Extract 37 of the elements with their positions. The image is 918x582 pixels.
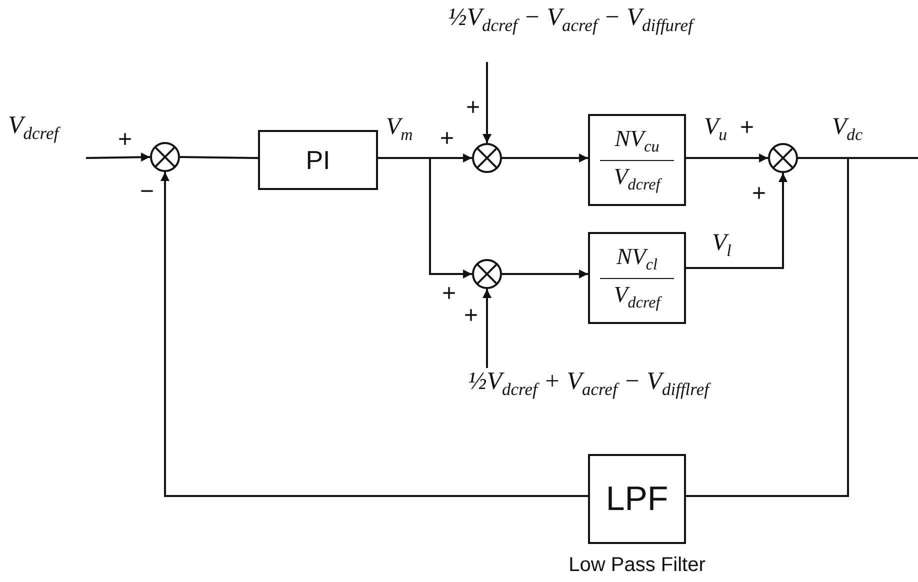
signal-arrow: [160, 172, 588, 497]
signal-arrow: [482, 289, 492, 368]
signal-arrow: [482, 62, 492, 143]
summing-junction: [472, 143, 502, 173]
connector-line: [686, 157, 849, 497]
transfer-function-block: [588, 232, 686, 324]
block-caption: Low Pass Filter: [568, 554, 706, 577]
summing-junction: [768, 143, 798, 173]
sign-label: +: [440, 127, 454, 151]
numerator: NV$_{cu}$: [614, 126, 660, 156]
reference-expression: ½V$_{dcref}$ + V$_{acref}$ − V$_{difflref}$: [468, 368, 709, 400]
block-label: LPF: [606, 480, 668, 518]
signal-arrow: [502, 270, 588, 278]
signal-arrow: [86, 152, 150, 162]
sign-label: +: [464, 304, 478, 328]
transfer-function-block: [588, 114, 686, 206]
process-block: [258, 130, 378, 190]
signal-arrow: [686, 173, 788, 269]
sign-label: +: [466, 96, 480, 120]
summing-junction: [472, 259, 502, 289]
signal-arrow: [686, 154, 768, 162]
sign-label: +: [118, 128, 132, 152]
sign-label: +: [740, 116, 754, 140]
denominator: V$_{dcref}$: [614, 164, 660, 194]
sign-label: +: [752, 182, 766, 206]
numerator: NV$_{cl}$: [616, 244, 658, 274]
block-label: PI: [306, 144, 330, 176]
summing-junction: [150, 142, 180, 172]
reference-expression: ½V$_{dcref}$ − V$_{acref}$ − V$_{diffuref}$: [448, 4, 693, 36]
signal-arrow: [378, 157, 472, 278]
signal-arrow: [502, 154, 588, 162]
process-block: [588, 454, 686, 544]
input-signal-label: V$_{dcref}$: [8, 112, 59, 144]
sign-label: −: [140, 180, 154, 204]
connector-line: [180, 156, 258, 159]
sign-label: +: [442, 282, 456, 306]
denominator: V$_{dcref}$: [614, 282, 660, 312]
